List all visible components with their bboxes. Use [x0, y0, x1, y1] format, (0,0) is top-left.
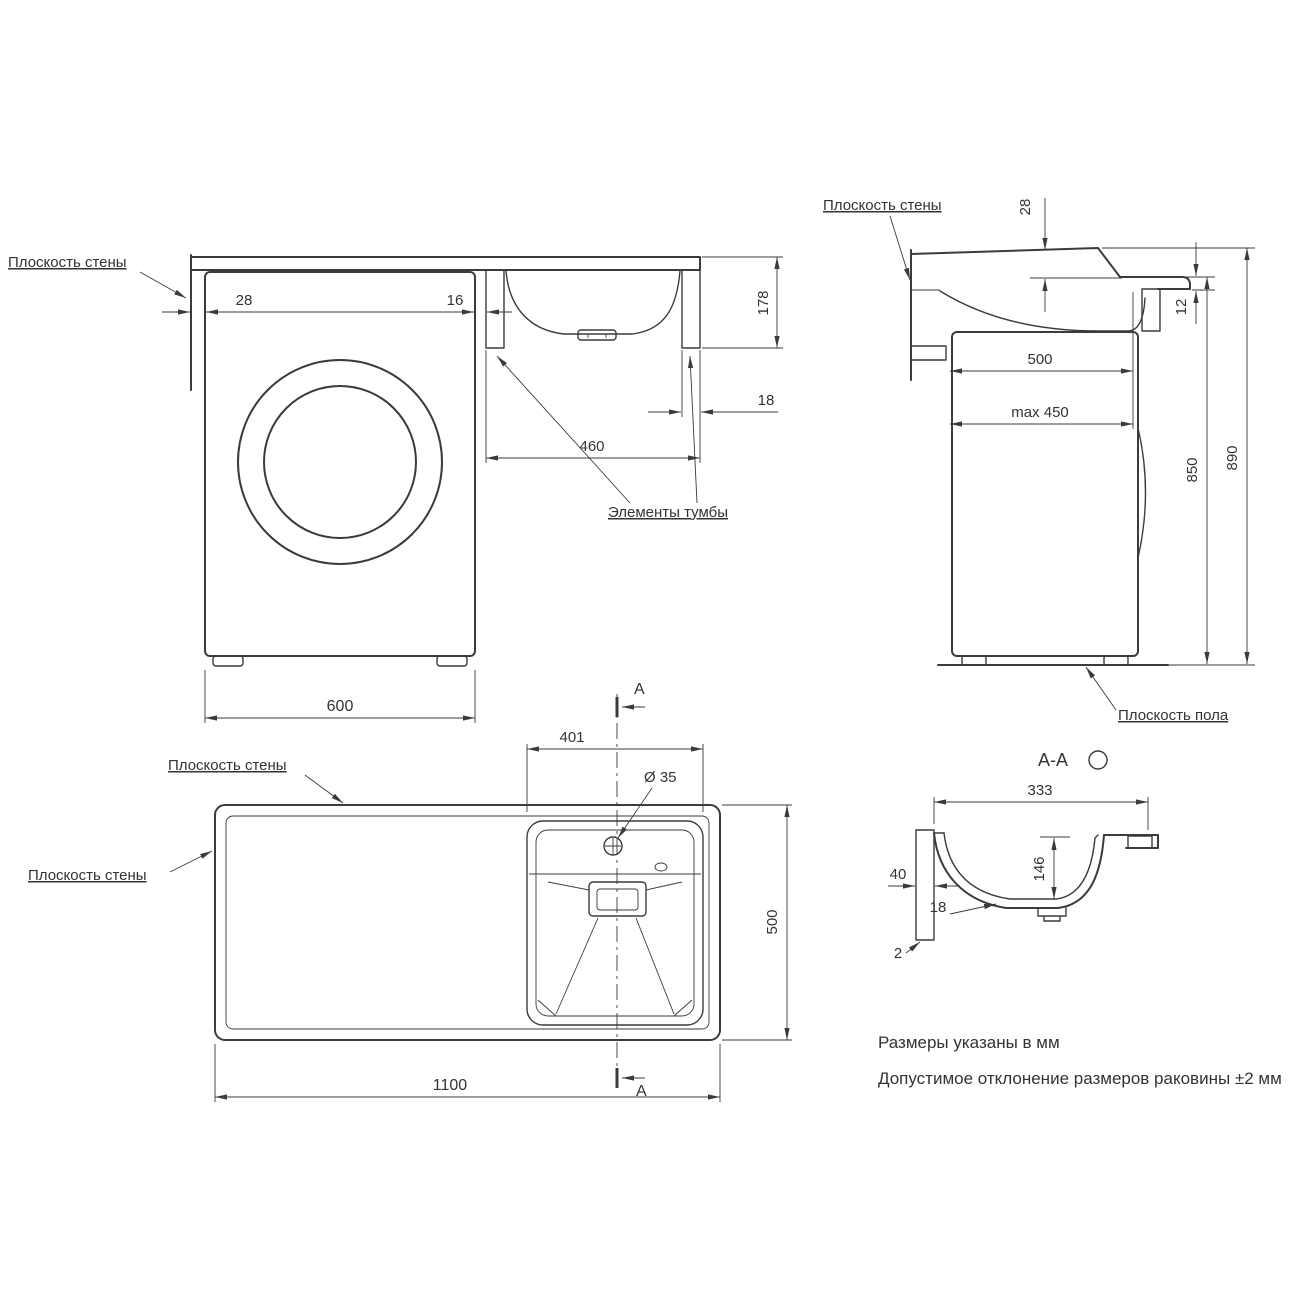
section-view: А-А 333 146 40 18 2 Размеры указаны в мм…	[878, 750, 1282, 1088]
deck-inner-edge	[225, 815, 710, 1030]
wall-plane-label-top-1: Плоскость стены	[168, 757, 287, 774]
bowl-outer-section	[933, 832, 1105, 909]
faucet-hole	[603, 836, 623, 856]
extension-lines	[1184, 276, 1215, 291]
dim-text-146: 146	[1031, 856, 1048, 881]
bowl-profile-side	[939, 290, 1146, 332]
dim-text-18: 18	[758, 392, 775, 409]
drum-outer-circle	[237, 359, 443, 565]
basin-inner-edge	[535, 829, 695, 1017]
deck-section-right	[1103, 834, 1159, 849]
basin-opening	[526, 820, 704, 1026]
extension-lines	[214, 1044, 721, 1102]
machine-foot-back	[961, 655, 987, 666]
front-rail-section	[1141, 288, 1161, 332]
wall-plane-label-side: Плоскость стены	[823, 197, 942, 214]
leader-line	[687, 355, 698, 504]
drain-grate	[596, 888, 639, 911]
drain-detail	[587, 334, 607, 338]
dim-text-2: 2	[894, 945, 902, 962]
bowl-slope-lines	[547, 881, 683, 1015]
dim-text-500-top: 500	[764, 909, 781, 934]
dim-text-max450: max 450	[1011, 404, 1069, 421]
section-marker-top: А	[634, 681, 645, 698]
note-tolerance: Допустимое отклонение размеров раковины …	[878, 1069, 1282, 1088]
cabinet-elements-label: Элементы тумбы	[608, 504, 728, 521]
corner-chamfers	[537, 999, 693, 1017]
leader-line	[889, 215, 911, 281]
top-view: А А 401 Ø 35 500 1100 Плоскость стены Пл…	[28, 681, 792, 1102]
door-bulge	[1137, 427, 1147, 559]
extension-lines	[526, 744, 704, 812]
leader-line	[169, 850, 213, 873]
extension-lines	[204, 670, 476, 723]
dim-text-16: 16	[447, 292, 464, 309]
leader-line	[304, 774, 344, 804]
extension-lines	[722, 804, 792, 1041]
extension-lines	[485, 350, 701, 463]
extension-lines	[702, 256, 783, 349]
washing-machine-side	[951, 331, 1139, 657]
dim-text-18-section: 18	[930, 899, 947, 916]
faucet-centerlines	[605, 838, 621, 854]
dim-text-40: 40	[890, 866, 907, 883]
dim-text-401: 401	[559, 729, 584, 746]
dim-text-1100: 1100	[433, 1077, 468, 1094]
cabinet-panel-right	[681, 269, 701, 349]
drain-recess	[588, 881, 647, 917]
wall-plane-label-top-2: Плоскость стены	[28, 867, 147, 884]
dim-text-dia35: Ø 35	[644, 769, 677, 786]
cabinet-panel-left	[485, 269, 505, 349]
machine-foot-front	[1103, 655, 1129, 666]
dim-text-500-side: 500	[1027, 351, 1052, 368]
leader-line	[139, 271, 187, 299]
section-symbol-circle	[1088, 750, 1108, 770]
drain-section	[1037, 907, 1067, 922]
leader-line	[949, 903, 997, 915]
dim-text-12: 12	[1173, 299, 1190, 316]
machine-foot-left	[212, 655, 244, 667]
sink-outline-top	[214, 804, 721, 1041]
basin-bowl-front	[505, 270, 681, 335]
leader-line	[1085, 666, 1117, 711]
front-view: Плоскость стены 28 16 178 18 460 600 Эле…	[8, 254, 783, 723]
machine-foot-right	[436, 655, 468, 667]
dim-text-28-side: 28	[1017, 199, 1034, 216]
side-view: Плоскость стены Плоскость пола 28 12 500…	[823, 197, 1255, 724]
dim-text-890: 890	[1224, 445, 1241, 470]
leader-line	[905, 941, 921, 954]
drain-front	[577, 329, 617, 341]
leader-line	[496, 355, 631, 504]
floor-plane-label: Плоскость пола	[1118, 707, 1229, 724]
dim-text-600: 600	[327, 698, 354, 715]
section-title: А-А	[1038, 750, 1068, 770]
overflow-hole	[654, 862, 668, 872]
drum-inner-circle	[263, 385, 417, 539]
countertop-front	[190, 256, 701, 271]
dim-text-28: 28	[236, 292, 253, 309]
dim-text-333: 333	[1027, 782, 1052, 799]
wall-plane-label-front: Плоскость стены	[8, 254, 127, 271]
leader-line	[617, 787, 653, 839]
section-marker-bottom: А	[636, 1083, 647, 1100]
dim-text-460: 460	[579, 438, 604, 455]
sink-profile	[910, 247, 1191, 290]
washing-machine-body	[204, 271, 476, 657]
dim-text-178: 178	[755, 290, 772, 315]
bowl-inner-section	[943, 832, 1099, 900]
wall-bracket	[910, 345, 947, 361]
dim-text-850: 850	[1184, 457, 1201, 482]
note-units: Размеры указаны в мм	[878, 1033, 1060, 1052]
front-rail-hatch	[1127, 835, 1153, 849]
back-rail-section	[915, 829, 935, 941]
